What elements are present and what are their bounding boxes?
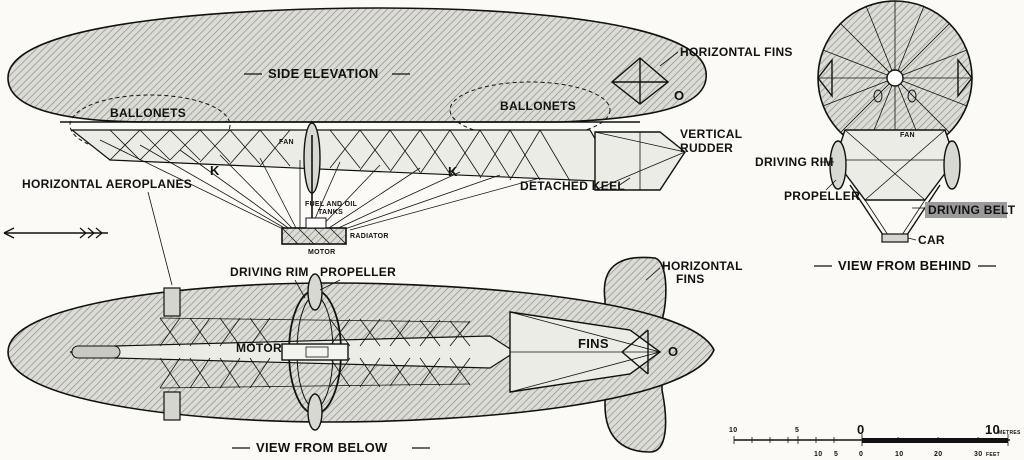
rudder-label: RUDDER	[680, 141, 733, 155]
side-elevation: O SIDE ELEVATION BALLONETS BALLONETS FAN…	[3, 7, 793, 286]
side-elevation-title: SIDE ELEVATION	[268, 66, 379, 81]
tanks-label: TANKS	[318, 209, 343, 216]
driving-belt-lines	[849, 184, 941, 239]
aeroplane-tip-top	[163, 287, 181, 317]
scale-ft-30: 30	[974, 451, 982, 458]
driving-rim-below-label: DRIVING RIM	[230, 265, 309, 279]
view-from-below: O DRIVING RIM PROPELLER HORIZONTAL FINS …	[7, 256, 743, 455]
rudder-o-below: O	[668, 344, 678, 359]
keel-k-right: K	[448, 164, 458, 179]
horizontal-fin-marker-side	[610, 57, 670, 105]
horizontal-aeroplanes-label: HORIZONTAL AEROPLANES	[22, 177, 192, 191]
ballonets-right-label: BALLONETS	[500, 99, 576, 113]
suspension-cables	[99, 139, 541, 231]
motor-side-label: MOTOR	[308, 249, 335, 256]
ballonets-left-label: BALLONETS	[110, 106, 186, 120]
fan-side-label: FAN	[279, 139, 294, 146]
ballonet-right	[449, 81, 611, 139]
driving-rim-behind-label: DRIVING RIM	[755, 155, 834, 169]
fin-tips-behind	[817, 57, 973, 99]
fuel-tanks	[305, 217, 327, 229]
fins-below-label: FINS	[578, 336, 609, 351]
driving-belt-label: DRIVING BELT	[928, 203, 1016, 217]
scale-m-0: 0	[857, 422, 865, 437]
scale-m-10: 10	[729, 427, 737, 434]
rudder-o-side: O	[674, 88, 684, 103]
scale-ft-20: 20	[934, 451, 942, 458]
scale-ft-0: 0	[859, 451, 863, 458]
driving-belt-highlight	[925, 202, 1007, 218]
scale-ft-10b: 10	[895, 451, 903, 458]
scale-feet-label: FEET	[986, 452, 1000, 458]
scale-ft-10: 10	[814, 451, 822, 458]
propeller-left-behind	[829, 140, 847, 190]
fuel-oil-label: FUEL AND OIL	[305, 201, 358, 208]
keel-truss	[109, 129, 571, 182]
propeller-behind-label: PROPELLER	[784, 189, 860, 203]
fan-behind-label: FAN	[900, 132, 915, 139]
motor-box-below	[281, 343, 349, 361]
propeller-below-label: PROPELLER	[320, 265, 396, 279]
aeroplane-truss-below	[159, 317, 471, 389]
hub-behind	[886, 69, 904, 87]
fin-marker-below	[621, 329, 649, 375]
scale-m-10b: 10	[985, 422, 1000, 437]
direction-arrow-icon	[3, 227, 108, 239]
view-from-behind-title: VIEW FROM BEHIND	[838, 258, 971, 273]
scale-bar: 10 5 0 10 METRES 10 5 0 10 20 30 FEET	[729, 422, 1021, 458]
detached-keel-label: DETACHED KEEL	[520, 179, 625, 193]
horizontal-fins-top-label: HORIZONTAL FINS	[680, 45, 793, 59]
car-side	[281, 227, 347, 245]
view-from-behind: FAN DRIVING RIM PROPELLER DRIVING BELT C…	[755, 0, 1016, 273]
keel-k-left: K	[210, 163, 220, 178]
envelope-side	[7, 7, 707, 123]
propeller-right-behind	[943, 140, 961, 190]
scale-ft-5: 5	[834, 451, 838, 458]
scale-m-5: 5	[795, 427, 799, 434]
car-label: CAR	[918, 233, 945, 247]
horizontal-fins-below-label-1: HORIZONTAL	[662, 259, 743, 273]
aeroplane-tip-bottom	[163, 391, 181, 421]
car-behind	[881, 233, 909, 243]
view-from-below-title: VIEW FROM BELOW	[256, 440, 388, 455]
vertical-label: VERTICAL	[680, 127, 742, 141]
scale-metres-label: METRES	[998, 430, 1021, 436]
keel-frame	[70, 129, 622, 183]
motor-below-label: MOTOR	[236, 341, 282, 355]
radiator-label: RADIATOR	[350, 233, 389, 240]
horizontal-fins-below-label-2: FINS	[676, 272, 705, 286]
ballonet-left	[69, 94, 231, 156]
